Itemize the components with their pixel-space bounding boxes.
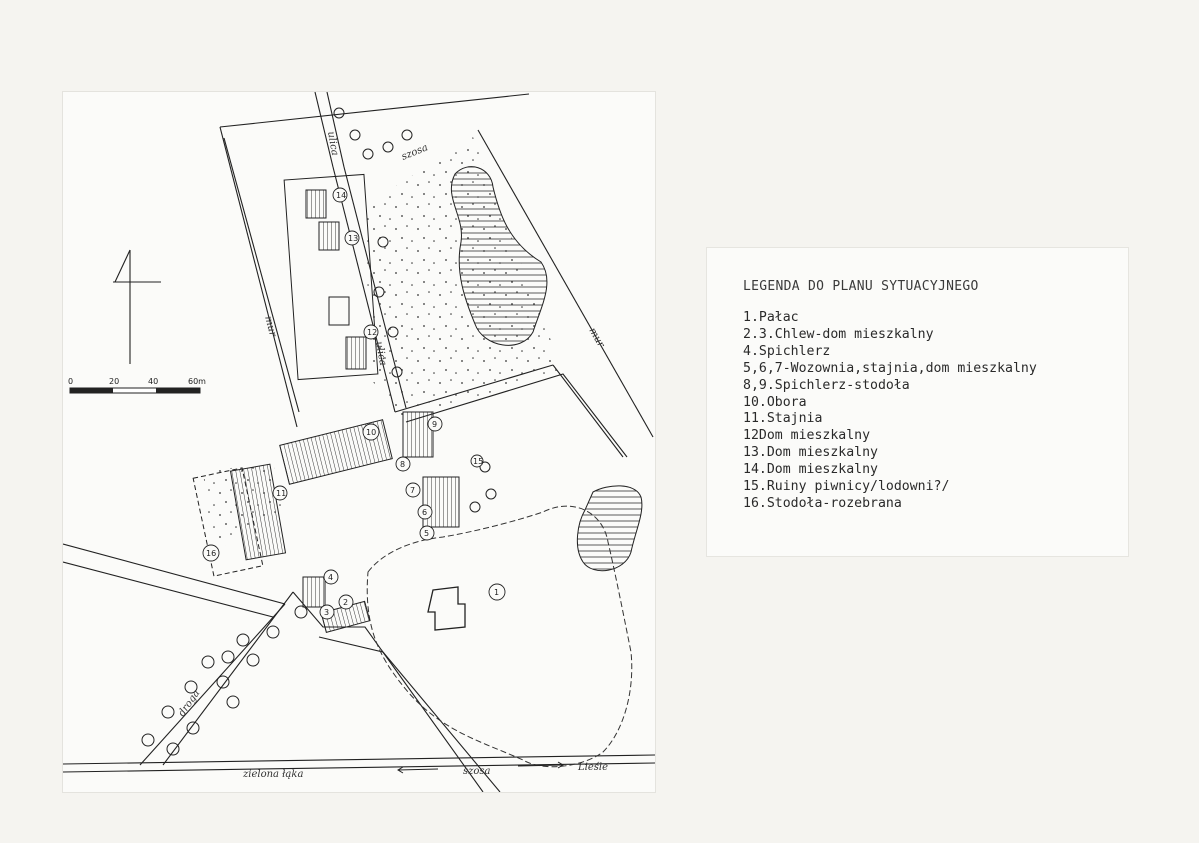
legend-item: 12Dom mieszkalny [743, 428, 871, 444]
scale-tick-40: 40 [148, 377, 158, 386]
legend-list: 1.Pałac 2.3.Chlew-dom mieszkalny 4.Spich… [743, 310, 1037, 513]
legend-panel: LEGENDA DO PLANU SYTUACYJNEGO 1.Pałac 2.… [707, 248, 1128, 556]
buildings [192, 173, 466, 633]
marker-15: 15 [473, 457, 483, 466]
legend-item: 11.Stajnia [743, 411, 823, 427]
legend-item: 1.Pałac [743, 310, 799, 325]
building-number-labels: 14 13 12 10 9 8 7 6 15 5 4 2 3 1 11 16 [206, 191, 499, 617]
tree-row [141, 107, 497, 756]
marker-13: 13 [348, 234, 358, 243]
legend-item: 16.Stodoła-rozebrana [743, 495, 902, 511]
pond-east [576, 485, 643, 572]
legend-item: 10.Obora [743, 394, 807, 410]
legend-item: 5,6,7-Wozownia,stajnia,dom mieszkalny [743, 360, 1037, 376]
marker-6: 6 [422, 508, 427, 517]
road-label-szosa-south: szosa [463, 766, 491, 777]
marker-3: 3 [324, 608, 329, 617]
alley-label-north: ulica [325, 131, 340, 157]
road-label-szosa-north: szosa [400, 142, 430, 163]
legend-item: 15.Ruiny piwnicy/lodowni?/ [743, 479, 950, 495]
legend-item: 4.Spichlerz [743, 343, 831, 359]
marker-10: 10 [366, 428, 376, 437]
marker-7: 7 [410, 486, 415, 495]
north-arrow-icon [113, 249, 161, 364]
marker-1: 1 [494, 588, 499, 597]
palace-garden [366, 505, 633, 768]
site-plan-map: 0 20 40 60m [63, 92, 655, 792]
path-label-droga: droga [176, 688, 202, 719]
legend-item: 14.Dom mieszkalny [743, 462, 878, 478]
palace-building [427, 586, 466, 631]
scale-tick-60m: 60m [188, 377, 206, 386]
site-plan-drawing: 0 20 40 60m [63, 92, 655, 792]
scale-bar: 0 20 40 60m [68, 377, 206, 394]
pond-north [450, 166, 548, 346]
legend-item: 13.Dom mieszkalny [743, 445, 878, 461]
marker-9: 9 [432, 420, 437, 429]
marker-11: 11 [276, 489, 286, 498]
road-direction-arrows [397, 761, 564, 774]
wall-label-west: mur [262, 315, 278, 339]
road-label-zielona-laka: zielona łąka [242, 769, 303, 780]
legend-item: 2.3.Chlew-dom mieszkalny [743, 326, 934, 342]
scale-tick-0: 0 [68, 377, 73, 386]
marker-2: 2 [343, 598, 348, 607]
legend-title: LEGENDA DO PLANU SYTUACYJNEGO [743, 279, 979, 294]
wall-label-east: mur [586, 326, 606, 350]
marker-16: 16 [206, 549, 216, 558]
marker-4: 4 [328, 573, 333, 582]
marker-12: 12 [367, 328, 377, 337]
scale-tick-20: 20 [109, 377, 119, 386]
building-number-markers [202, 187, 506, 620]
alley-label-middle: ulica [373, 341, 388, 367]
road-label-liesle: Lieśle [577, 762, 608, 773]
legend-item: 8,9.Spichlerz-stodoła [743, 377, 910, 393]
marker-8: 8 [400, 460, 405, 469]
marker-5: 5 [424, 529, 429, 538]
marker-14: 14 [336, 191, 346, 200]
